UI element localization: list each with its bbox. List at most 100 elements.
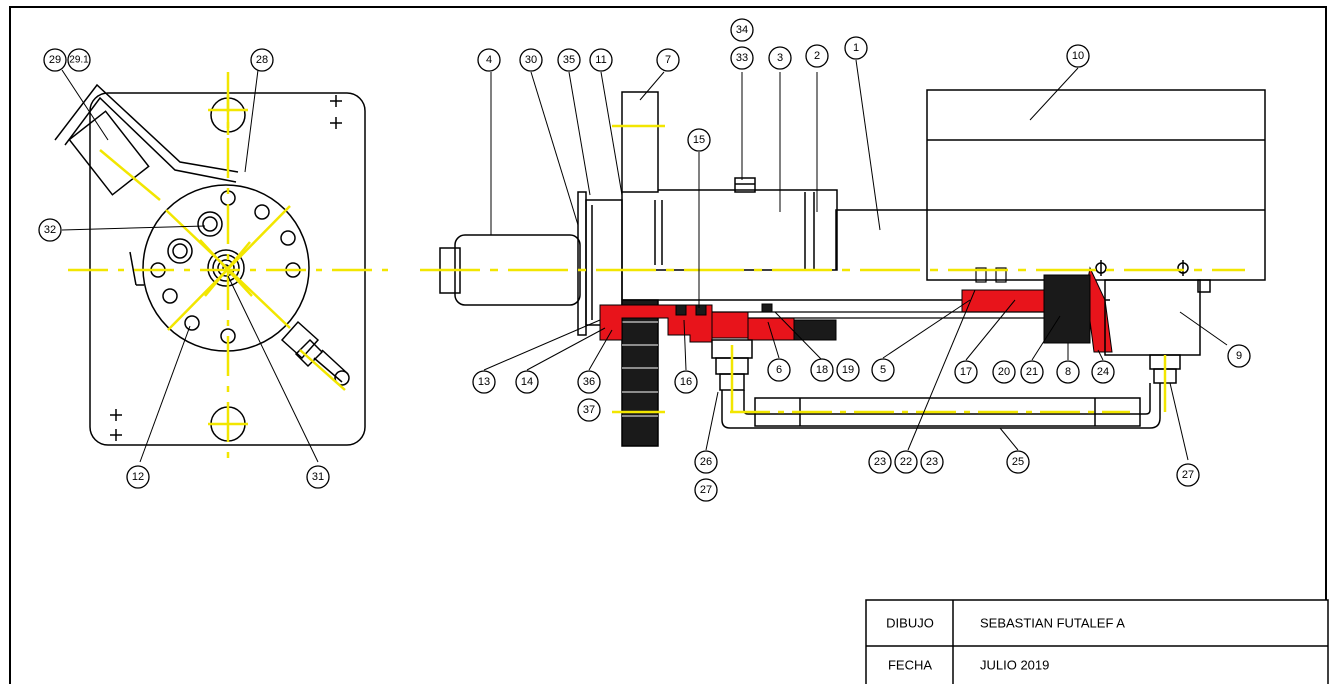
balloon-label: 7 [665, 54, 671, 66]
balloon-7: 7 [656, 48, 680, 72]
balloon-label: 24 [1097, 366, 1109, 378]
balloon-24: 24 [1091, 360, 1115, 384]
balloon-label: 22 [900, 456, 912, 468]
angled-bracket [54, 83, 239, 286]
balloon-label: 15 [693, 134, 705, 146]
flange-holes [150, 190, 301, 344]
center-hub [207, 249, 245, 287]
balloon-label: 27 [700, 484, 712, 496]
balloon-26: 26 [694, 450, 718, 474]
balloon-label: 35 [563, 54, 575, 66]
balloon-16: 16 [674, 370, 698, 394]
balloon-23-left: 23 [868, 450, 892, 474]
balloons: 29 29.1 28 32 12 31 4 30 35 11 7 34 33 3… [38, 18, 1251, 502]
balloon-9: 9 [1227, 344, 1251, 368]
title-block: DIBUJO SEBASTIAN FUTALEF A FECHA JULIO 2… [865, 599, 1329, 684]
balloon-label: 14 [521, 376, 533, 388]
balloon-label: 4 [486, 54, 492, 66]
balloon-36: 36 [577, 370, 601, 394]
balloon-18: 18 [810, 358, 834, 382]
balloon-23-right: 23 [920, 450, 944, 474]
leader-lines [61, 59, 1228, 463]
balloon-label: 20 [998, 366, 1010, 378]
balloon-28: 28 [250, 48, 274, 72]
section-view [420, 89, 1266, 447]
balloon-label: 6 [776, 364, 782, 376]
balloon-4: 4 [477, 48, 501, 72]
balloon-label: 10 [1072, 50, 1084, 62]
balloon-21: 21 [1020, 360, 1044, 384]
balloon-27-left: 27 [694, 478, 718, 502]
balloon-label: 29 [49, 54, 61, 66]
balloon-label: 32 [44, 224, 56, 236]
side-fitting [280, 320, 350, 386]
balloon-3: 3 [768, 46, 792, 70]
balloon-30: 30 [519, 48, 543, 72]
balloon-25: 25 [1006, 450, 1030, 474]
balloon-label: 29.1 [69, 55, 89, 66]
balloon-22: 22 [894, 450, 918, 474]
balloon-label: 11 [595, 54, 606, 66]
main-body [621, 177, 1110, 301]
front-view [54, 72, 390, 466]
housing-box [926, 89, 1266, 281]
vertical-plate [621, 91, 659, 447]
balloon-33: 33 [730, 46, 754, 70]
cross-marker [110, 95, 342, 441]
balloon-32: 32 [38, 218, 62, 242]
balloon-12: 12 [126, 465, 150, 489]
balloon-label: 36 [583, 376, 595, 388]
balloon-15: 15 [687, 128, 711, 152]
balloon-label: 31 [312, 471, 324, 483]
balloon-label: 21 [1026, 366, 1038, 378]
balloon-label: 19 [842, 364, 854, 376]
balloon-label: 13 [478, 376, 490, 388]
balloon-19: 19 [836, 358, 860, 382]
balloon-label: 23 [926, 456, 938, 468]
balloon-label: 12 [132, 471, 144, 483]
balloon-27-right: 27 [1176, 463, 1200, 487]
balloon-2: 2 [805, 44, 829, 68]
balloon-5: 5 [871, 358, 895, 382]
balloon-label: 17 [960, 366, 972, 378]
balloon-29: 29 [43, 48, 67, 72]
hydraulic-line [721, 383, 1161, 429]
balloon-label: 1 [853, 42, 859, 54]
balloon-label: 9 [1236, 350, 1242, 362]
balloon-17: 17 [954, 360, 978, 384]
title-block-label-fecha: FECHA [888, 658, 932, 673]
title-block-value-fecha: JULIO 2019 [980, 658, 1049, 673]
sheet-border [9, 6, 1327, 684]
balloon-label: 5 [880, 364, 886, 376]
front-view-centerlines [68, 72, 390, 466]
balloon-label: 8 [1065, 366, 1071, 378]
balloon-20: 20 [992, 360, 1016, 384]
balloon-34: 34 [730, 18, 754, 42]
left-shaft [439, 191, 623, 336]
balloon-35: 35 [557, 48, 581, 72]
balloon-label: 37 [583, 404, 595, 416]
balloon-29-1: 29.1 [67, 48, 91, 72]
balloon-label: 34 [736, 24, 748, 36]
balloon-label: 30 [525, 54, 537, 66]
balloon-label: 26 [700, 456, 712, 468]
balloon-10: 10 [1066, 44, 1090, 68]
balloon-13: 13 [472, 370, 496, 394]
section-centerlines [420, 124, 1245, 414]
balloon-31: 31 [306, 465, 330, 489]
balloon-label: 23 [874, 456, 886, 468]
balloon-11: 11 [589, 48, 613, 72]
balloon-label: 18 [816, 364, 828, 376]
balloon-14: 14 [515, 370, 539, 394]
balloon-label: 28 [256, 54, 268, 66]
balloon-label: 3 [777, 52, 783, 64]
balloon-label: 16 [680, 376, 692, 388]
balloon-37: 37 [577, 398, 601, 422]
balloon-label: 33 [736, 52, 748, 64]
balloon-8: 8 [1056, 360, 1080, 384]
balloon-1: 1 [844, 36, 868, 60]
balloon-label: 25 [1012, 456, 1024, 468]
balloon-label: 27 [1182, 469, 1194, 481]
title-block-value-dibujo: SEBASTIAN FUTALEF A [980, 616, 1125, 631]
